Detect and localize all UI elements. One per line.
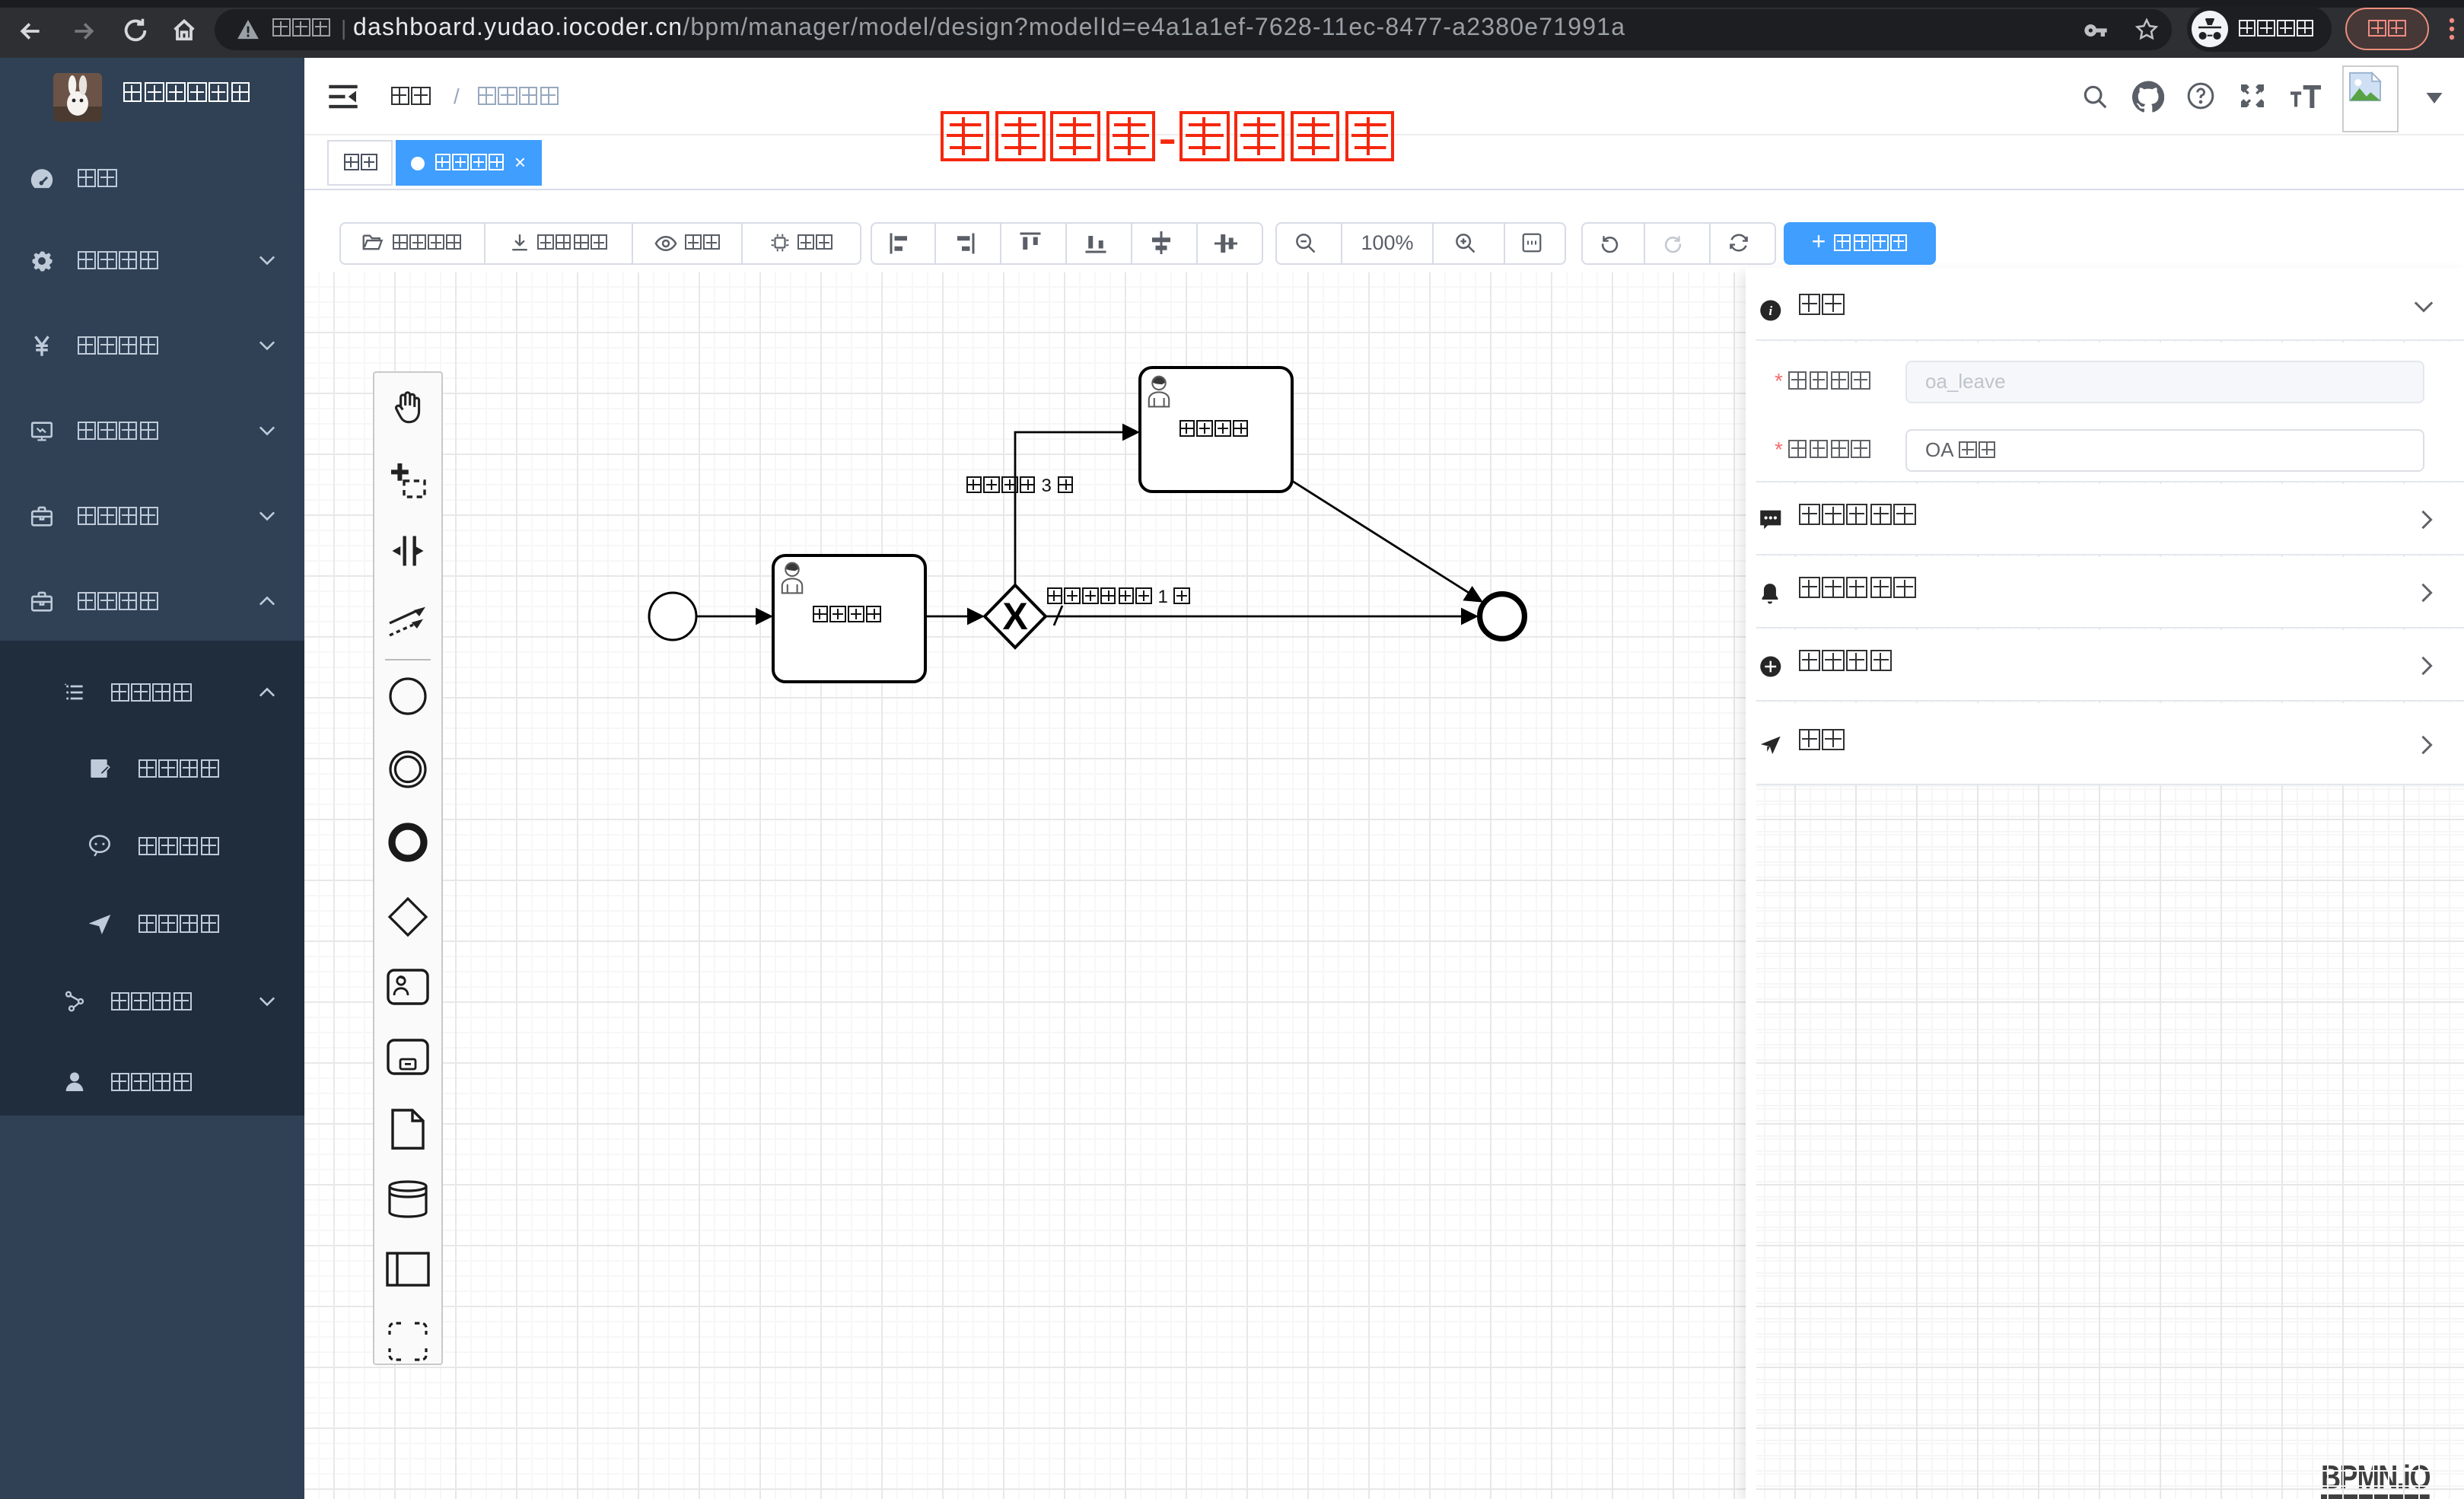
svg-text:X: X — [1002, 595, 1027, 638]
svg-text:i: i — [1768, 303, 1772, 317]
